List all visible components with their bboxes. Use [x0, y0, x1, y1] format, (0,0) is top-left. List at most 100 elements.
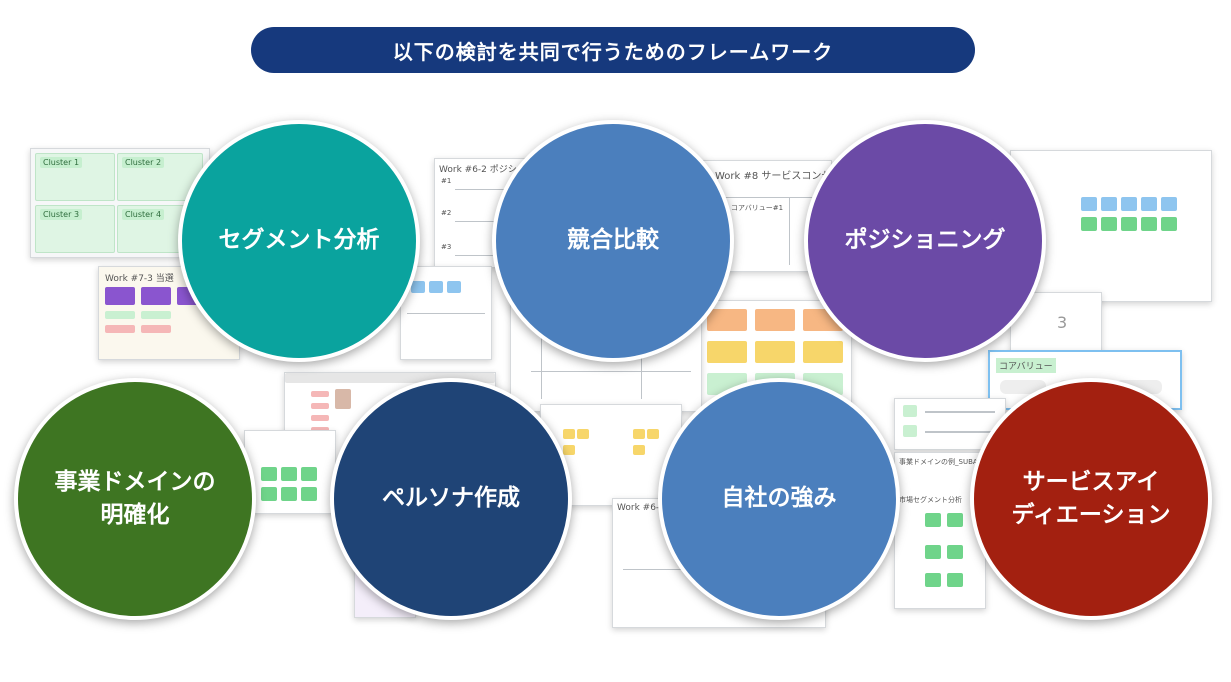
- circle-label-line: 事業ドメインの: [54, 468, 216, 495]
- sticky-note: [903, 425, 917, 437]
- sticky-note: [1101, 217, 1117, 231]
- circle-label: サービスアイ ディエーション: [1012, 466, 1171, 533]
- worksheet-title: Work #6-3: [617, 503, 665, 513]
- sticky-note: [141, 325, 171, 333]
- sticky-note: [803, 341, 843, 363]
- sticky-note: [947, 573, 963, 587]
- sticky-note: [105, 311, 135, 319]
- divider: [925, 411, 995, 413]
- sticky-note: [647, 429, 659, 439]
- row-label: #3: [441, 243, 452, 251]
- axis-line: [531, 371, 691, 372]
- sticky-note: [1101, 197, 1117, 211]
- circle-label-line: 競合比較: [567, 227, 659, 254]
- number-label: 3: [1057, 313, 1068, 332]
- sticky-note: [947, 545, 963, 559]
- sticky-note: [707, 309, 747, 331]
- persona-creation-circle: ペルソナ作成: [330, 378, 572, 620]
- sticky-note: [755, 341, 795, 363]
- sticky-note: [141, 287, 171, 305]
- divider: [925, 431, 995, 433]
- sticky-note: [947, 513, 963, 527]
- sticky-note: [105, 287, 135, 305]
- sticky-note: [261, 467, 277, 481]
- sticky-note: [1081, 217, 1097, 231]
- sticky-note: [447, 281, 461, 293]
- axis-line: [623, 569, 683, 570]
- section-label: コアバリュー: [996, 358, 1056, 373]
- sticky-note: [1141, 217, 1157, 231]
- competitor-comparison-circle: 競合比較: [492, 120, 734, 362]
- sticky-note: [141, 311, 171, 319]
- circle-label-line: サービスアイ: [1022, 468, 1160, 495]
- sticky-note: [925, 573, 941, 587]
- circle-label-line: 明確化: [100, 502, 170, 528]
- cluster-label: Cluster 2: [122, 157, 165, 168]
- worksheet-title: 市場セグメント分析: [899, 496, 962, 504]
- blue-grid-worksheet: [400, 266, 492, 360]
- circle-label: 事業ドメインの 明確化: [55, 466, 216, 533]
- sticky-note: [411, 281, 425, 293]
- cluster-label: Cluster 4: [122, 209, 165, 220]
- divider: [407, 313, 485, 314]
- circle-label: ペルソナ作成: [382, 482, 520, 515]
- sticky-note: [281, 487, 297, 501]
- row-label: #1: [441, 177, 452, 185]
- sticky-note: [281, 467, 297, 481]
- circle-label-line: ポジショニング: [844, 227, 1006, 254]
- sticky-note: [1161, 217, 1177, 231]
- section-label: コアバリュー#1: [731, 204, 784, 212]
- sticky-note: [577, 429, 589, 439]
- cluster-card: Cluster 1: [35, 153, 115, 201]
- sticky-note: [925, 513, 941, 527]
- avatar: [335, 389, 351, 409]
- company-strengths-circle: 自社の強み: [658, 378, 900, 620]
- sticky-note: [903, 405, 917, 417]
- worksheet-title: Work #6-2 ポジショニング: [439, 165, 535, 175]
- sticky-note: [1121, 217, 1137, 231]
- divider: [455, 189, 529, 190]
- business-domain-circle: 事業ドメインの 明確化: [14, 378, 256, 620]
- sticky-note: [261, 487, 277, 501]
- sticky-note: [1161, 197, 1177, 211]
- sticky-note: [301, 487, 317, 501]
- sticky-note: [1081, 197, 1097, 211]
- positioning-circle: ポジショニング: [804, 120, 1046, 362]
- framework-title-banner: 以下の検討を共同で行うためのフレームワーク: [251, 27, 975, 73]
- service-ideation-circle: サービスアイ ディエーション: [970, 378, 1212, 620]
- circle-label: 競合比較: [567, 224, 659, 257]
- cluster-label: Cluster 3: [40, 209, 83, 220]
- sticky-note: [707, 341, 747, 363]
- circle-label-line: 自社の強み: [721, 485, 837, 512]
- circle-label: セグメント分析: [219, 224, 380, 257]
- circle-label-line: ディエーション: [1011, 502, 1171, 528]
- sticky-note: [1121, 197, 1137, 211]
- divider: [707, 197, 825, 198]
- green-grid-worksheet: [244, 430, 336, 514]
- sticky-note: [925, 545, 941, 559]
- cluster-label: Cluster 1: [40, 157, 83, 168]
- profile-field: [311, 415, 329, 421]
- sticky-note: [633, 429, 645, 439]
- segment-analysis-circle: セグメント分析: [178, 120, 420, 362]
- sticky-note: [563, 445, 575, 455]
- sticky-note: [429, 281, 443, 293]
- worksheet-title: 事業ドメインの例_SUBARU: [899, 458, 986, 466]
- axis-line: [541, 309, 542, 399]
- framework-title: 以下の検討を共同で行うためのフレームワーク: [392, 39, 834, 64]
- profile-field: [311, 391, 329, 397]
- circle-label: ポジショニング: [845, 224, 1006, 257]
- sticky-note: [301, 467, 317, 481]
- header-bar: [285, 373, 495, 383]
- worksheet-title: Work #7-3 当選: [105, 274, 174, 284]
- circle-label: 自社の強み: [722, 482, 837, 515]
- cluster-card: Cluster 3: [35, 205, 115, 253]
- profile-field: [311, 403, 329, 409]
- sticky-note: [755, 309, 795, 331]
- sticky-note: [1141, 197, 1157, 211]
- sticky-note: [633, 445, 645, 455]
- worksheet-title: Work #8 サービスコンセプ: [715, 171, 832, 182]
- circle-label-line: セグメント分析: [218, 227, 380, 254]
- row-label: #2: [441, 209, 452, 217]
- sticky-note: [105, 325, 135, 333]
